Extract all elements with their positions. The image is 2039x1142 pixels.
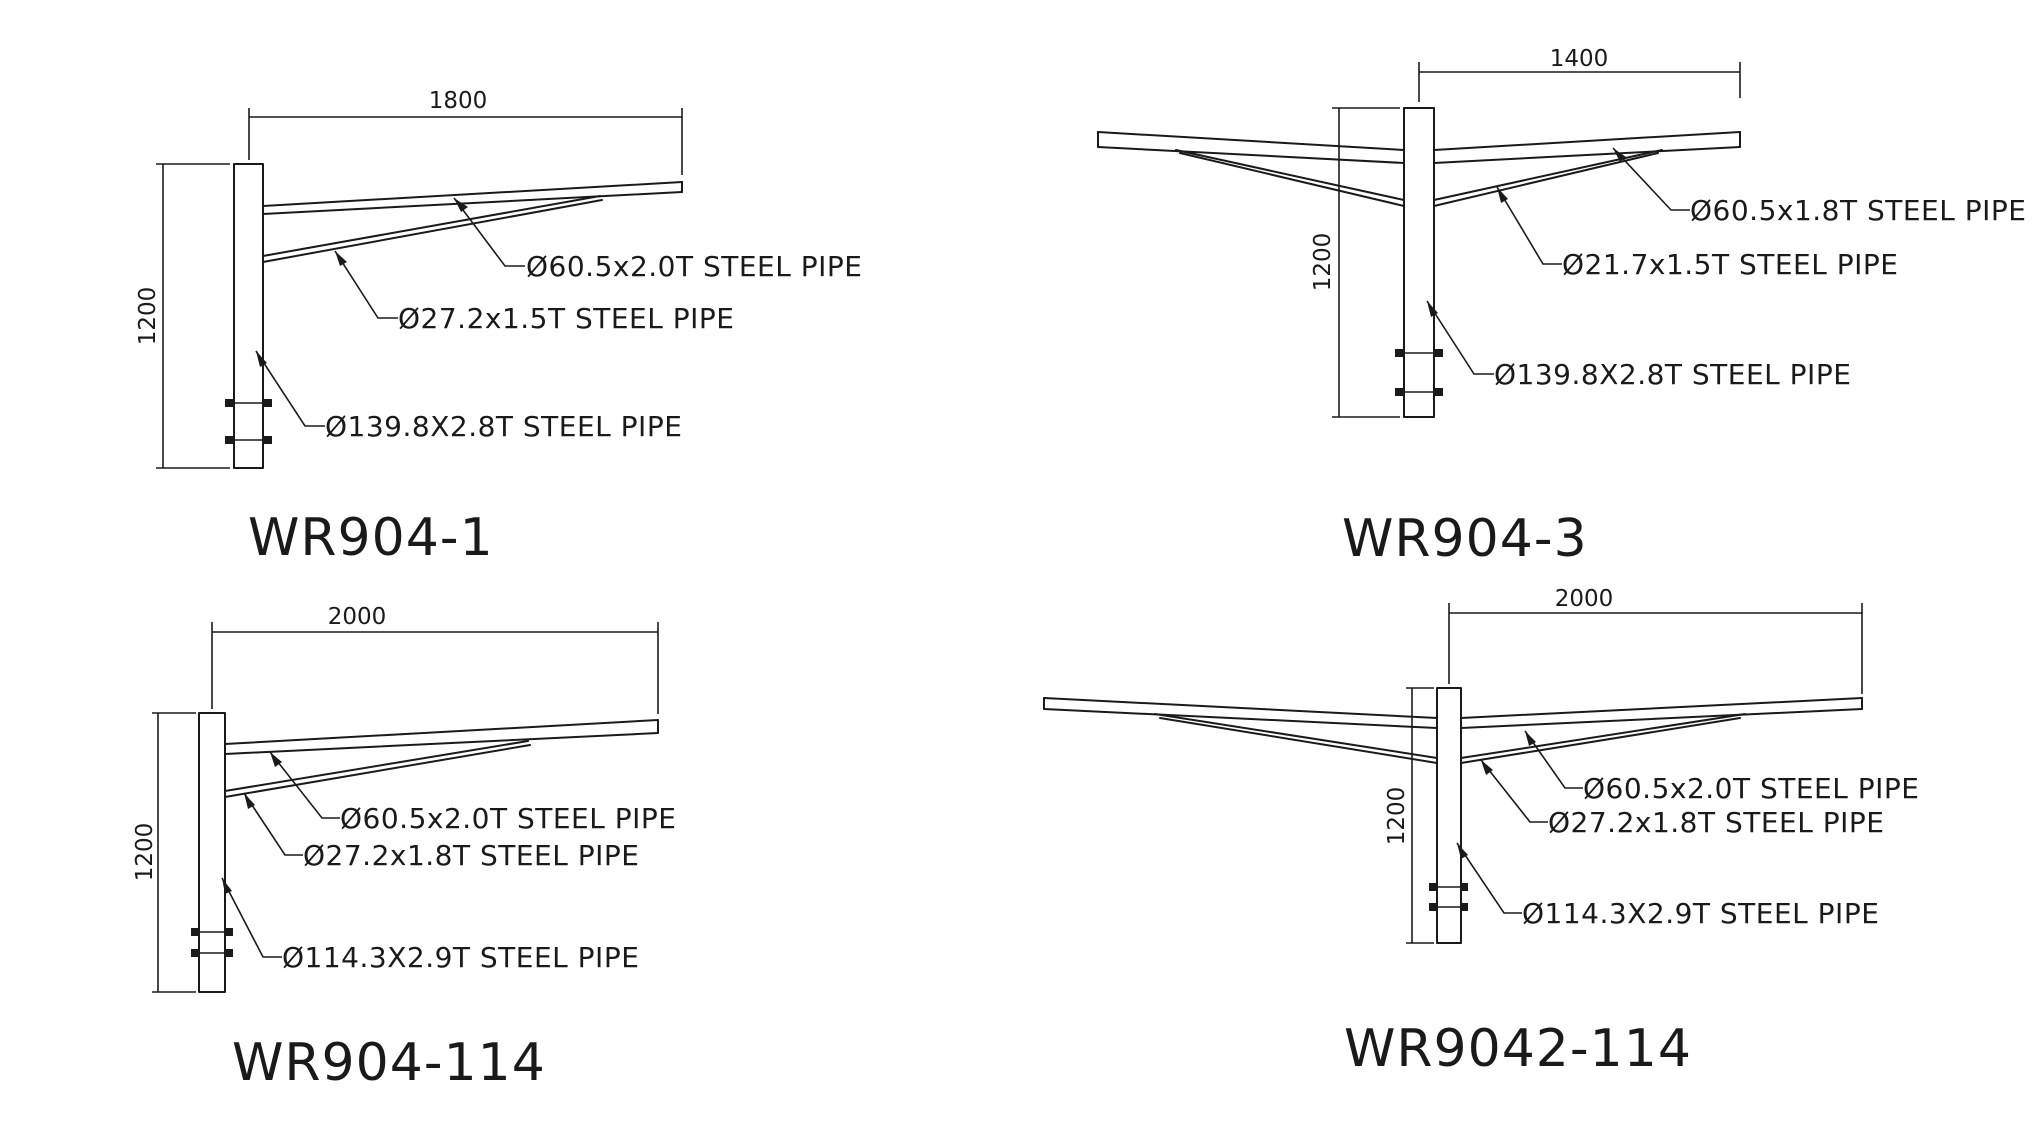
base-bolts xyxy=(225,399,272,444)
leader-pole xyxy=(1456,842,1522,914)
dimension-vertical: 1200 xyxy=(132,712,196,993)
drawing-wr904-114: 2000 1200 Ø60.5x2.0T STEEL PIPE Ø27.2x1.… xyxy=(132,604,676,1093)
label-main-arm: Ø60.5x1.8T STEEL PIPE xyxy=(1690,194,2026,227)
base-bolts xyxy=(1395,349,1443,396)
dimension-vertical: 1200 xyxy=(135,163,230,469)
dimension-vertical: 1200 xyxy=(1310,107,1400,418)
dim-horizontal-label: 1800 xyxy=(429,88,488,114)
dim-horizontal-label: 1400 xyxy=(1550,46,1609,72)
drawing-title: WR9042-114 xyxy=(1344,1019,1692,1079)
dim-horizontal-label: 2000 xyxy=(1555,586,1614,612)
label-brace: Ø27.2x1.8T STEEL PIPE xyxy=(1548,806,1884,839)
right-arm xyxy=(1433,131,1741,164)
dimension-vertical: 1200 xyxy=(1384,687,1434,944)
pole xyxy=(1403,107,1435,418)
braces xyxy=(1154,713,1746,764)
right-arm xyxy=(1460,697,1863,729)
dim-vertical-label: 1200 xyxy=(132,823,158,882)
base-bolts xyxy=(191,928,233,957)
label-main-arm: Ø60.5x2.0T STEEL PIPE xyxy=(340,802,676,835)
leader-main-arm xyxy=(269,751,340,819)
left-arm xyxy=(1097,131,1405,164)
drawing-title: WR904-114 xyxy=(232,1033,546,1093)
dimension-horizontal: 2000 xyxy=(1448,586,1863,694)
leader-pole xyxy=(221,877,282,958)
leader-brace xyxy=(334,250,398,319)
base-bolts xyxy=(1429,883,1468,911)
pole xyxy=(1436,687,1462,944)
left-arm xyxy=(1043,697,1438,729)
brace xyxy=(224,740,531,798)
label-brace: Ø27.2x1.5T STEEL PIPE xyxy=(398,302,734,335)
main-arm xyxy=(224,719,659,755)
leader-main-arm xyxy=(1612,147,1690,211)
drawing-wr904-1: 1800 1200 Ø60.5x2.0T STEEL PIPE Ø27.2x1.… xyxy=(135,88,862,568)
drawing-title: WR904-1 xyxy=(248,508,494,568)
dimension-horizontal: 2000 xyxy=(211,604,659,714)
pole xyxy=(233,163,264,469)
leader-pole xyxy=(1426,300,1494,375)
leader-main-arm xyxy=(453,197,525,267)
drawing-title: WR904-3 xyxy=(1342,509,1588,569)
dim-vertical-label: 1200 xyxy=(1384,787,1410,846)
label-pole: Ø139.8X2.8T STEEL PIPE xyxy=(325,410,682,443)
leader-main-arm xyxy=(1524,730,1583,789)
main-arm xyxy=(262,181,683,215)
braces xyxy=(1175,149,1663,207)
dim-vertical-label: 1200 xyxy=(1310,233,1336,292)
label-pole: Ø139.8X2.8T STEEL PIPE xyxy=(1494,358,1851,391)
label-pole: Ø114.3X2.9T STEEL PIPE xyxy=(1522,897,1879,930)
label-brace: Ø21.7x1.5T STEEL PIPE xyxy=(1562,248,1898,281)
dim-horizontal-label: 2000 xyxy=(328,604,387,630)
brace xyxy=(262,195,603,263)
label-brace: Ø27.2x1.8T STEEL PIPE xyxy=(303,839,639,872)
leader-pole xyxy=(255,350,325,427)
leader-brace xyxy=(1480,759,1548,823)
dim-vertical-label: 1200 xyxy=(135,287,161,346)
label-main-arm: Ø60.5x2.0T STEEL PIPE xyxy=(1583,772,1919,805)
drawing-wr904-3: 1400 1200 Ø60.5x1.8T STEEL PIPE Ø21.7x1.… xyxy=(1097,46,2026,569)
leader-brace xyxy=(243,792,303,856)
dimension-horizontal: 1400 xyxy=(1418,46,1741,102)
label-main-arm: Ø60.5x2.0T STEEL PIPE xyxy=(526,250,862,283)
drawing-wr9042-114: 2000 1200 Ø60.5x2.0T STEEL PIPE Ø27.2x1.… xyxy=(1043,586,1919,1079)
dimension-horizontal: 1800 xyxy=(248,88,683,175)
label-pole: Ø114.3X2.9T STEEL PIPE xyxy=(282,941,639,974)
leader-brace xyxy=(1496,186,1562,265)
pole xyxy=(198,712,226,993)
